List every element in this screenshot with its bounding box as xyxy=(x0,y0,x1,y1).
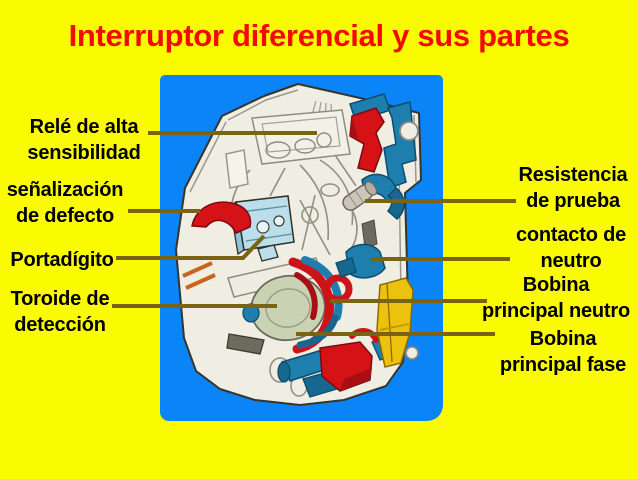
label-rele-alta-sensibilidad: Relé de alta sensibilidad xyxy=(27,116,141,164)
label-toroide-deteccion: Toroide de detección xyxy=(10,288,110,336)
label-bobina-principal-fase: Bobina principal fase xyxy=(499,328,627,376)
label-resistencia-prueba: Resistencia de prueba xyxy=(518,164,628,212)
label-senalizacion-defecto: señalización de defecto xyxy=(6,179,124,227)
page-title: Interruptor diferencial y sus partes xyxy=(68,18,570,53)
label-contacto-neutro: contacto de neutro xyxy=(515,224,627,272)
label-portadigito: Portadígito xyxy=(10,249,114,271)
label-bobina-principal-neutro: Bobina principal neutro xyxy=(482,274,630,322)
blue-panel xyxy=(160,75,443,421)
